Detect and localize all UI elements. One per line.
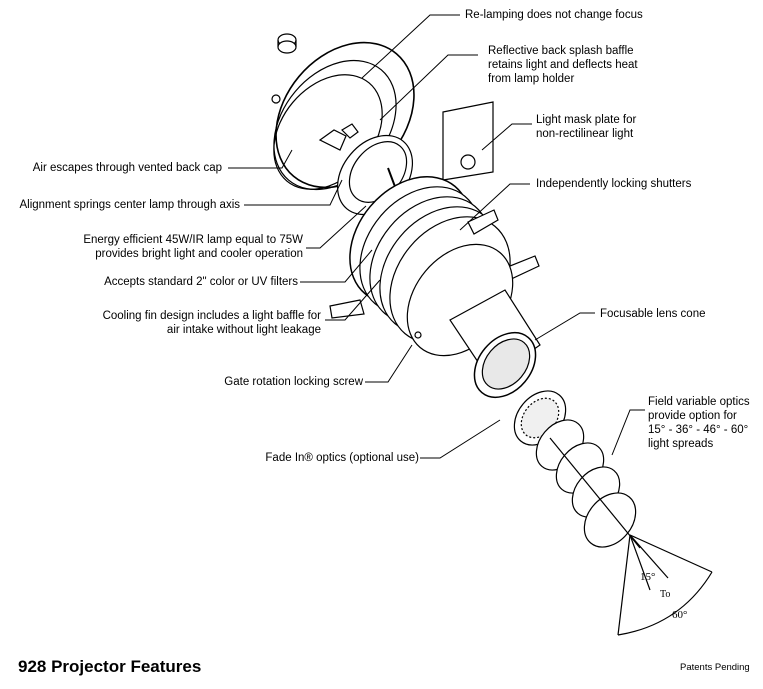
callout-relamping: Re-lamping does not change focus <box>465 9 643 21</box>
knob-part <box>277 33 297 54</box>
callout-lens-cone: Focusable lens cone <box>600 308 706 320</box>
callout-air-escape: Air escapes through vented back cap <box>32 162 222 174</box>
callout-lamp: Energy efficient 45W/IR lamp equal to 75… <box>83 234 303 260</box>
callout-baffle: Reflective back splash baffle retains li… <box>488 45 638 85</box>
beam-to: To <box>660 589 670 600</box>
callout-springs: Alignment springs center lamp through ax… <box>19 199 240 211</box>
callout-filters: Accepts standard 2" color or UV filters <box>104 276 298 288</box>
page-title: 928 Projector Features <box>18 657 202 676</box>
patents-note: Patents Pending <box>680 662 750 673</box>
callout-fade-in: Fade In® optics (optional use) <box>265 452 419 464</box>
mask-plate-part <box>442 101 494 181</box>
beam-min-angle: 15° <box>640 571 655 583</box>
beam-spread-diagram <box>617 534 713 636</box>
callout-cooling: Cooling fin design includes a light baff… <box>102 310 321 336</box>
callout-shutters: Independently locking shutters <box>536 178 692 190</box>
callout-mask: Light mask plate for non-rectilinear lig… <box>536 114 637 140</box>
callout-gate-screw: Gate rotation locking screw <box>224 376 363 388</box>
callout-field-optics: Field variable optics provide option for… <box>648 396 750 450</box>
lens-cone-part <box>449 289 541 398</box>
beam-max-angle: 60° <box>672 609 687 621</box>
field-optics-part <box>535 419 641 549</box>
leader-lines <box>228 14 645 459</box>
